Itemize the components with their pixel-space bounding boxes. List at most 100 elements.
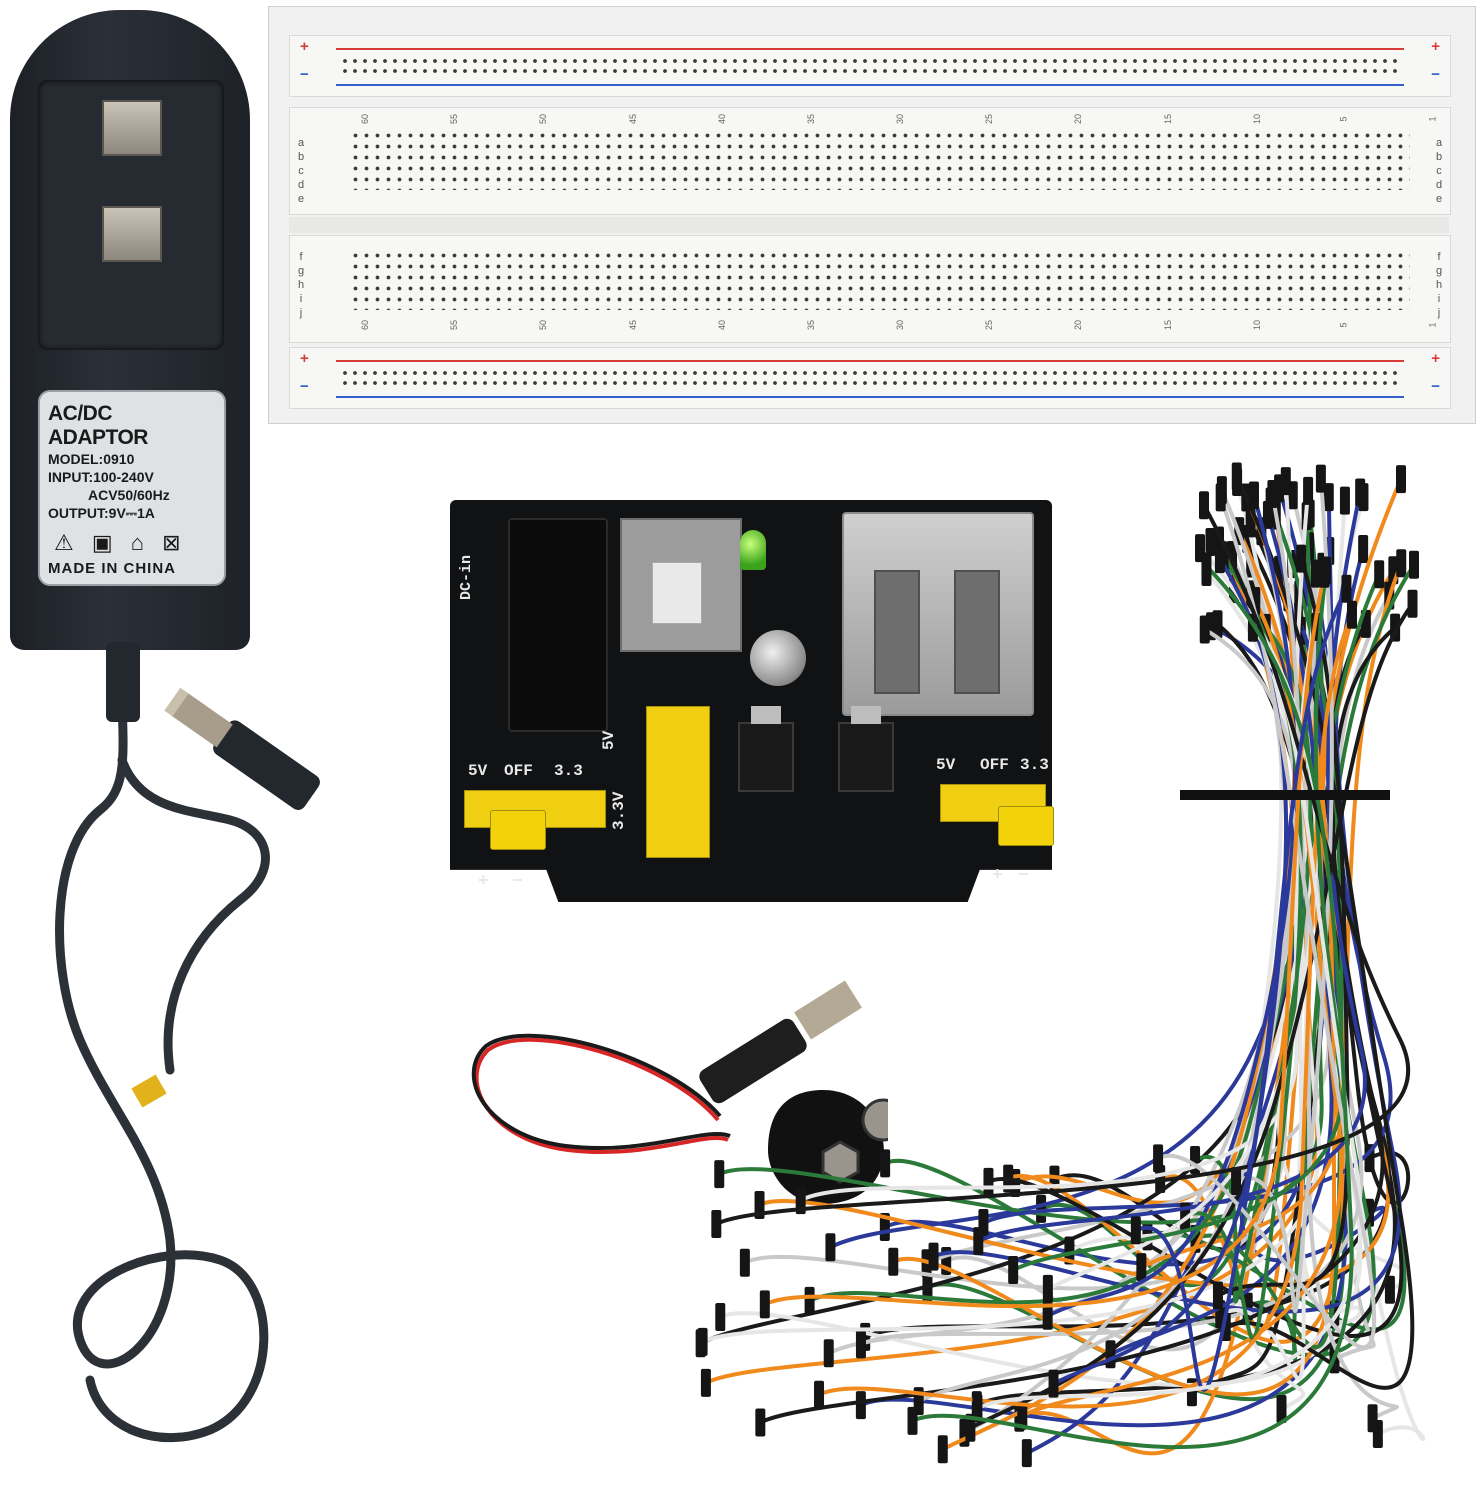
dc-jack: [508, 518, 608, 732]
cable-strain-relief: [106, 642, 140, 722]
rail-minus-label: −: [1431, 378, 1440, 395]
wire-connector: [755, 1408, 766, 1437]
adapter-cable: [55, 640, 320, 1443]
column-number: 35: [805, 319, 816, 331]
plug-prong-top: [102, 100, 162, 156]
battery-snap: [768, 1090, 884, 1204]
adapter-label-title: AC/DC ADAPTOR: [48, 402, 148, 449]
column-number: 25: [984, 113, 995, 125]
left-minus-label: −: [512, 872, 523, 892]
rail-plus-label: +: [300, 350, 309, 367]
dc-in-label: DC-in: [458, 554, 475, 600]
wire-connector: [1409, 550, 1420, 579]
column-number: 10: [1251, 319, 1262, 331]
wire-connector: [1384, 1275, 1395, 1304]
adapter-cert-icons: ⚠ ▣ ⌂ ⊠: [54, 530, 187, 555]
wire-connector: [1136, 1253, 1147, 1282]
adapter-output: OUTPUT:9V⎓1A: [48, 505, 155, 521]
switch-knob: [652, 562, 702, 624]
wire-connector: [759, 1290, 770, 1319]
wire-connector: [711, 1210, 722, 1239]
column-number: 20: [1073, 319, 1084, 331]
wire-connector: [1367, 1404, 1378, 1433]
adapter-input-freq: ACV50/60Hz: [88, 487, 170, 503]
adapter-input: INPUT:100-240V: [48, 469, 154, 485]
column-number: 10: [1251, 113, 1262, 125]
jumper-wire: [818, 613, 1354, 1409]
wire-connector: [1396, 465, 1407, 494]
wire-connector: [1358, 534, 1369, 563]
left-33-label: 3.3: [554, 762, 583, 780]
wire-connector: [1048, 1369, 1059, 1398]
wire-connector: [1267, 480, 1278, 509]
wire-connector: [855, 1330, 866, 1359]
wire-connector: [1212, 1281, 1223, 1310]
wire-connector: [715, 1303, 726, 1332]
wire-connector: [1042, 1301, 1053, 1330]
wire-connector: [972, 1394, 983, 1423]
rail-plus-label: +: [1431, 38, 1440, 55]
rail-minus-label: −: [300, 378, 309, 395]
adapter-label: AC/DC ADAPTOR MODEL:0910 INPUT:100-240V …: [38, 390, 226, 586]
adapter-model: MODEL:0910: [48, 451, 135, 467]
wire-connector: [888, 1247, 899, 1276]
wire-connector: [697, 1327, 708, 1356]
bottom-power-rail: + − + −: [289, 347, 1451, 409]
rail-minus-label: −: [1431, 66, 1440, 83]
jumper-wire: [715, 504, 1411, 1226]
column-number: 5: [1338, 116, 1349, 122]
dc-plug-icon: [164, 687, 320, 810]
wire-connector: [937, 1435, 948, 1464]
column-number: 45: [627, 113, 638, 125]
jumper-wire: [808, 573, 1381, 1305]
wire-connector: [1296, 544, 1307, 573]
bottom-strip-holes: [350, 250, 1410, 310]
right-plus-label: +: [992, 866, 1003, 886]
top-rail-holes: [340, 56, 1400, 78]
column-number: 5: [1338, 322, 1349, 328]
wire-connector: [1310, 559, 1321, 588]
wire-connector: [1130, 1216, 1141, 1245]
wire-connector: [1064, 1236, 1075, 1265]
wire-connector: [983, 1167, 994, 1196]
column-number: 30: [895, 319, 906, 331]
wire-connector: [1339, 486, 1350, 515]
center-channel: [289, 217, 1449, 233]
bottom-rail-blue-line: [336, 396, 1404, 398]
right-jumper-cap: [998, 806, 1054, 846]
right-33-label: 3.3: [1020, 756, 1049, 774]
wire-connector: [1201, 552, 1212, 581]
usb-port: [842, 512, 1034, 716]
usb-slot-left: [874, 570, 920, 694]
wire-connector: [825, 1233, 836, 1262]
voltage-regulator: [738, 706, 794, 792]
column-number: 30: [895, 113, 906, 125]
wire-connector: [1355, 478, 1366, 507]
wire-connector: [1214, 545, 1225, 574]
column-number: 40: [716, 113, 727, 125]
right-minus-label: −: [1018, 866, 1029, 886]
jumper-wire: [1052, 587, 1349, 1386]
top-rail-blue-line: [336, 84, 1404, 86]
left-plus-label: +: [478, 872, 489, 892]
wire-connector: [1276, 1394, 1287, 1423]
jumper-wires-bundle: [695, 462, 1426, 1468]
column-number: 55: [449, 319, 460, 331]
wire-connector: [1042, 1274, 1053, 1303]
ac-dc-adapter: AC/DC ADAPTOR MODEL:0910 INPUT:100-240V …: [10, 10, 250, 650]
wire-connector: [1323, 483, 1334, 512]
wire-connector: [907, 1406, 918, 1435]
column-number: 15: [1162, 113, 1173, 125]
usb-slot-right: [954, 570, 1000, 694]
header-33v-label: 3.3V: [610, 791, 628, 830]
green-led: [740, 530, 766, 570]
wire-connector: [1153, 1144, 1164, 1173]
wire-connector: [823, 1339, 834, 1368]
wire-connector: [1346, 600, 1357, 629]
